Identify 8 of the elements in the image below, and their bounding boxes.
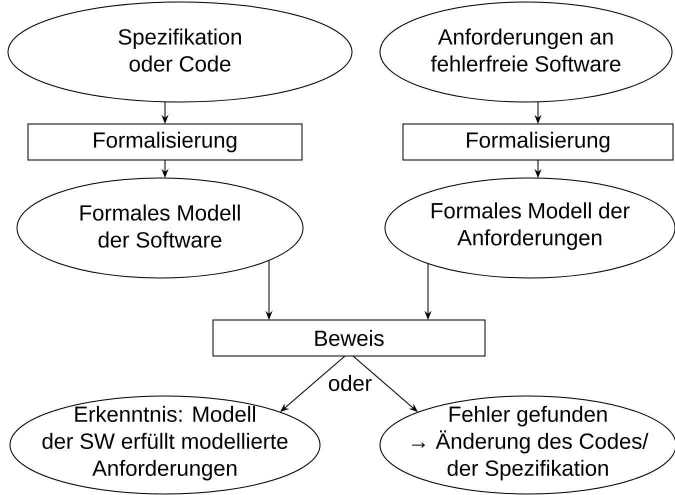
- label-text: oder: [328, 374, 372, 392]
- ellipse-node: Spezifikation oder Code: [8, 2, 352, 102]
- process-box: Formalisierung: [28, 124, 302, 160]
- process-box: Beweis: [212, 319, 486, 356]
- ellipse-node: Erkenntnis: Modell der SW erfüllt modellierte Anforderungen: [10, 395, 320, 494]
- ellipse-node: Anforderungen an fehlerfreie Software: [380, 2, 672, 102]
- process-box: Formalisierung: [402, 124, 674, 160]
- ellipse-node: Formales Modell der Software: [16, 178, 304, 278]
